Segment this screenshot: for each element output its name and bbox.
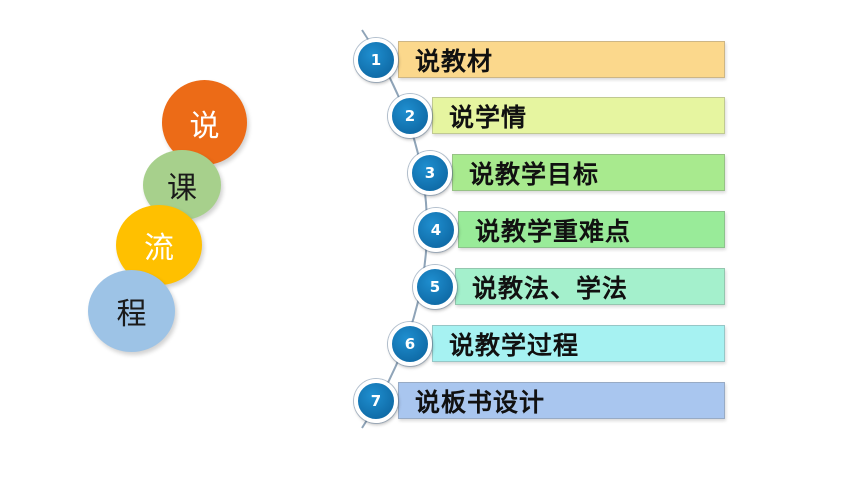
badge-number: 7 [370,392,382,410]
item-label: 说教材 [415,46,494,76]
number-badge-1: 1 [354,38,398,82]
item-label: 说教学目标 [469,159,600,189]
number-badge-5: 5 [413,265,457,309]
list-item-5[interactable]: 说教法、学法 [455,268,725,305]
badge-number: 5 [429,278,441,296]
title-char: 说 [189,108,220,144]
item-label: 说学情 [449,102,528,132]
badge-number: 6 [404,335,416,353]
number-badge-3: 3 [408,151,452,195]
badge-number: 4 [430,221,442,239]
number-badge-2: 2 [388,94,432,138]
badge-number: 2 [404,107,416,125]
item-label: 说板书设计 [415,387,546,417]
badge-number: 3 [424,164,436,182]
title-char: 课 [167,171,197,206]
list-item-7[interactable]: 说板书设计 [398,382,725,419]
list-item-2[interactable]: 说学情 [432,97,725,134]
title-char: 流 [144,231,174,266]
list-item-3[interactable]: 说教学目标 [452,154,725,191]
list-item-1[interactable]: 说教材 [398,41,725,78]
list-item-6[interactable]: 说教学过程 [432,325,725,362]
item-label: 说教学过程 [449,330,580,360]
number-badge-6: 6 [388,322,432,366]
item-label: 说教法、学法 [472,273,629,303]
number-badge-4: 4 [414,208,458,252]
title-circle-cheng: 程 [88,270,175,352]
badge-number: 1 [370,51,382,69]
title-char: 程 [116,297,147,332]
number-badge-7: 7 [354,379,398,423]
list-item-4[interactable]: 说教学重难点 [458,211,725,248]
item-label: 说教学重难点 [475,216,632,246]
